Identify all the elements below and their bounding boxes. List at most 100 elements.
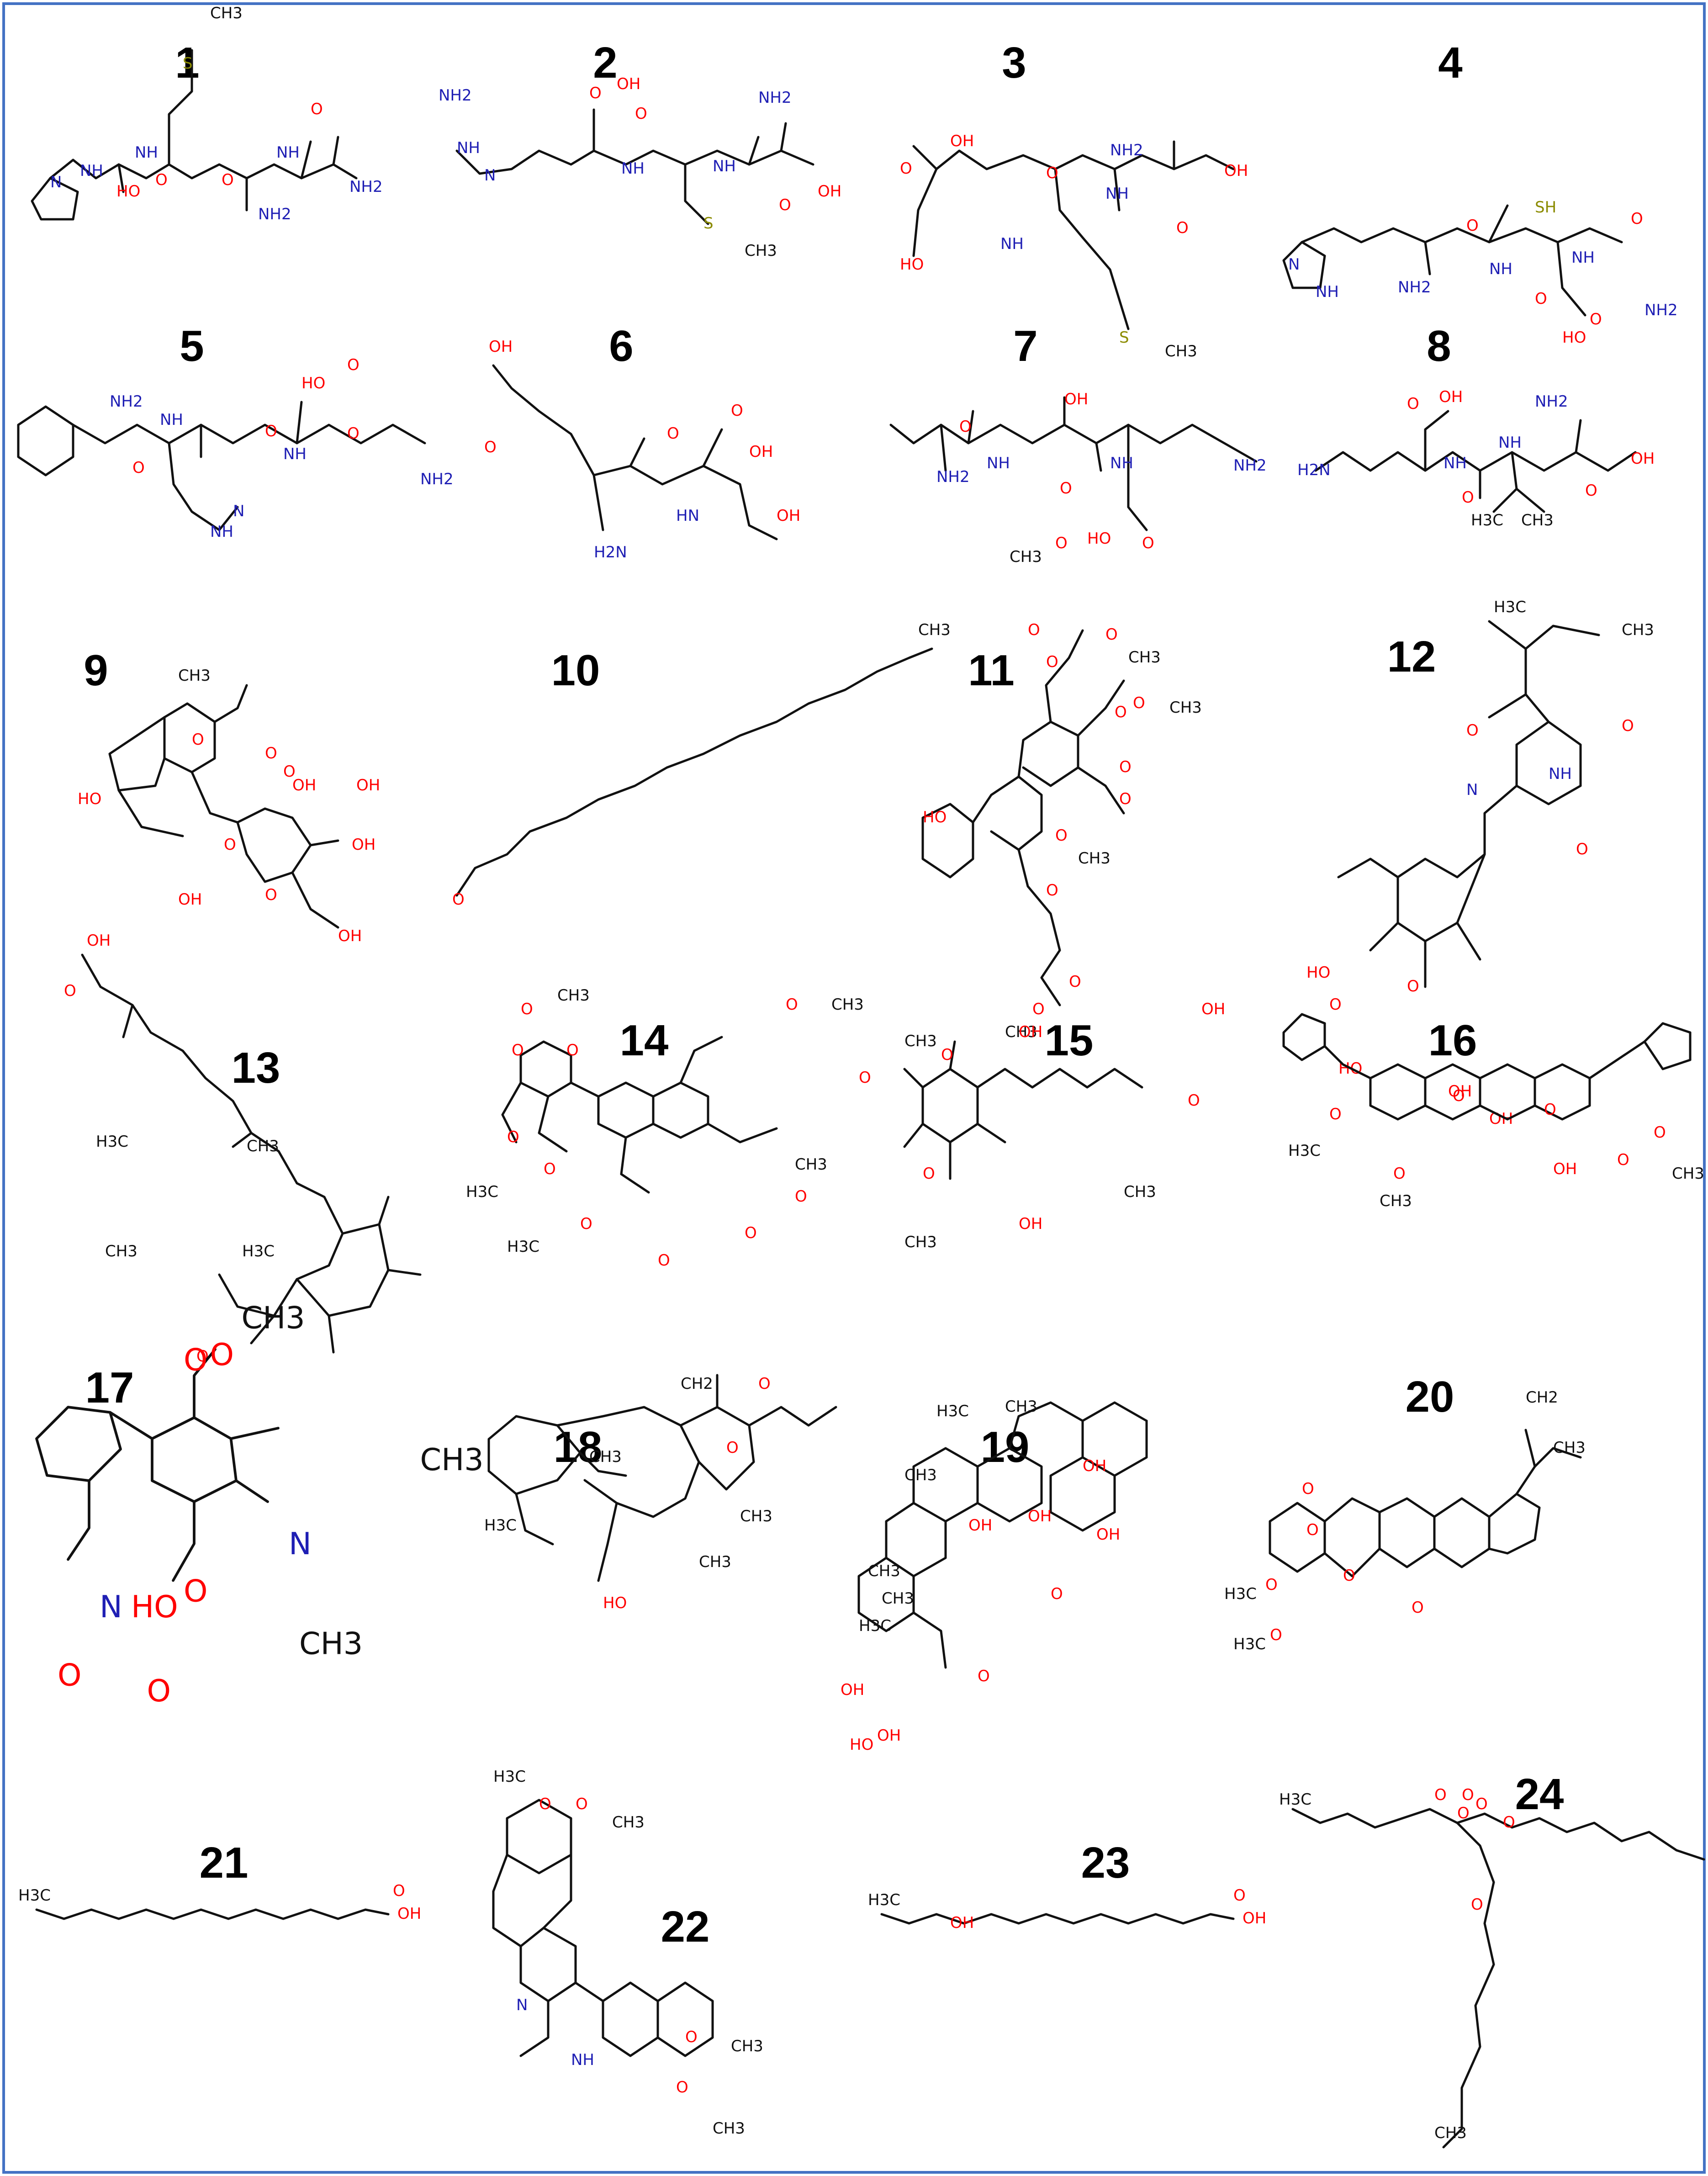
compound-number: 17 [85, 1363, 134, 1412]
atom-label: OH [338, 927, 362, 945]
atom-label: O [1343, 1567, 1355, 1585]
bond-line [602, 2000, 659, 2057]
atom-label: O [265, 744, 277, 762]
atom-label: NH [571, 2051, 594, 2069]
atom-label: O [512, 1041, 524, 1059]
atom-label: NH [457, 139, 480, 157]
atom-label: CH3 [868, 1562, 900, 1580]
atom-label: CH3 [904, 1233, 937, 1251]
compound-number: 2 [593, 38, 617, 87]
atom-label: CH3 [1078, 849, 1110, 868]
compound-number: 5 [180, 322, 204, 371]
atom-label: O [155, 171, 168, 189]
atom-label: CH3 [210, 4, 243, 22]
atom-label: O [1055, 826, 1068, 845]
atom-label: CH3 [740, 1507, 772, 1525]
atom-label: CH3 [904, 1032, 937, 1050]
bond-line [31, 177, 79, 221]
atom-label: O [393, 1882, 405, 1900]
bond-line [328, 1314, 335, 1354]
bond-line [1488, 620, 1600, 650]
atom-label: O [580, 1215, 592, 1233]
compound-number: 10 [551, 646, 600, 695]
bond-line [903, 1068, 924, 1089]
atom-label: H3C [1288, 1142, 1321, 1160]
atom-label: H3C [18, 1886, 51, 1905]
bond-line [1396, 784, 1518, 942]
atom-label: O [1329, 1105, 1342, 1123]
bond-line [455, 647, 933, 897]
atom-label: O [758, 1375, 771, 1393]
atom-label: OH [87, 932, 111, 950]
atom-label: O [1046, 653, 1058, 671]
bond-line [912, 168, 938, 257]
atom-label: O [1051, 1585, 1063, 1603]
atom-label: OH [1083, 1457, 1106, 1475]
atom-label: O [676, 2078, 688, 2097]
bond-line [597, 1502, 618, 1582]
bond-line [168, 49, 193, 166]
bond-line [1314, 451, 1637, 472]
atom-label: O [1306, 1521, 1319, 1539]
bond-line [1113, 168, 1121, 212]
bond-line [702, 428, 723, 467]
atom-label: O [147, 1673, 171, 1709]
atom-label: O [1046, 164, 1058, 182]
bond-line [912, 145, 1235, 170]
atom-label: OH [950, 1914, 974, 1932]
atom-label: H3C [1471, 511, 1503, 529]
atom-label: OH [1631, 450, 1655, 468]
atom-label: O [1453, 1087, 1465, 1105]
atom-label: O [347, 356, 360, 374]
bond-line [1515, 1447, 1582, 1495]
atom-label: O [521, 1000, 533, 1018]
atom-label: NH2 [258, 205, 291, 223]
atom-label: H3C [1279, 1790, 1311, 1809]
atom-label: O [1176, 219, 1189, 237]
atom-label: CH3 [105, 1242, 137, 1260]
atom-label: OH [356, 776, 380, 794]
bond-line [1049, 1456, 1116, 1532]
atom-label: O [959, 418, 972, 436]
compound-number: 9 [84, 646, 108, 695]
atom-label: OH [950, 132, 974, 150]
atom-label: O [1544, 1101, 1556, 1119]
atom-label: O [923, 1165, 935, 1183]
bond-line [229, 1427, 280, 1440]
atom-label: NH2 [1233, 456, 1267, 475]
atom-label: O [1466, 217, 1479, 235]
atom-label: NH [135, 143, 158, 162]
atom-label: CH3 [612, 1813, 645, 1832]
bond-line [574, 1981, 714, 2057]
atom-label: CH3 [178, 667, 211, 685]
atom-label: HO [1306, 964, 1330, 982]
bond-line [1369, 921, 1399, 952]
atom-label: OH [1019, 1023, 1042, 1041]
atom-label: O [196, 1347, 209, 1366]
atom-label: O [1055, 534, 1068, 552]
atom-label: NH2 [420, 470, 454, 488]
bond-line [235, 1479, 269, 1503]
bond-line [501, 1081, 522, 1144]
atom-label: O [941, 1046, 953, 1064]
atom-label: OH [292, 776, 316, 794]
bond-line [652, 1081, 709, 1139]
atom-label: NH [1000, 235, 1024, 253]
bond-line [1456, 1812, 1705, 1861]
atom-label: NH [1498, 434, 1522, 452]
